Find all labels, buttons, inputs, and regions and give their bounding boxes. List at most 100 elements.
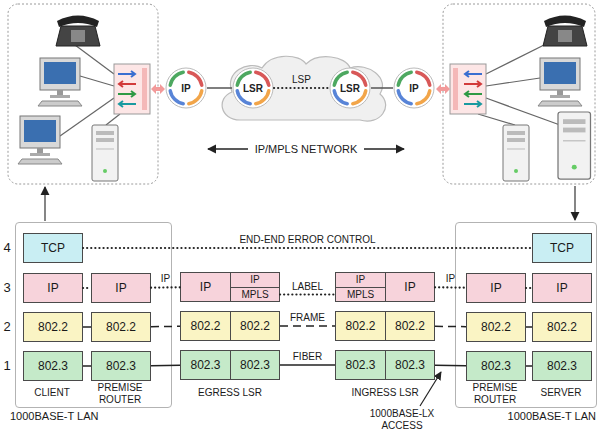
column-label: CLIENT <box>22 387 82 399</box>
site-boundary <box>443 4 595 184</box>
server-icon <box>503 125 529 181</box>
protocol-cell: MPLS <box>230 287 280 302</box>
server-icon <box>558 112 591 179</box>
protocol-cell: 802.2 <box>230 311 280 341</box>
layer-number: 3 <box>0 280 14 295</box>
protocol-cell: 802.2 <box>466 312 526 342</box>
column-label: PREMISE ROUTER <box>86 382 154 406</box>
layer-number: 2 <box>0 319 14 334</box>
protocol-cell: IP <box>385 272 435 302</box>
protocol-cell: 802.3 <box>532 351 592 381</box>
protocol-cell: 802.3 <box>91 351 151 381</box>
link-arrow <box>436 84 450 94</box>
node-text: LSR <box>243 83 263 94</box>
protocol-cell: 802.2 <box>335 311 386 341</box>
column-label: EGRESS LSR <box>180 387 280 399</box>
protocol-cell: 802.2 <box>23 312 83 342</box>
node-text: 802.2 <box>190 320 220 332</box>
tower-icon <box>92 125 118 181</box>
network-label: IP/MPLS NETWORK <box>251 143 361 155</box>
connector <box>83 247 532 249</box>
monitor-icon <box>38 58 82 106</box>
node-text: IP <box>404 281 415 293</box>
node-text: IP <box>181 83 190 94</box>
protocol-cell: 802.2 <box>180 311 231 341</box>
protocol-cell: IP <box>23 273 83 303</box>
connector <box>526 326 532 328</box>
node-text: IP <box>250 275 259 285</box>
node-text: IP <box>115 282 126 294</box>
protocol-cell: 802.3 <box>180 350 231 380</box>
edge-label: LABEL <box>228 281 388 293</box>
column-label: PREMISE ROUTER <box>461 382 529 406</box>
node-text: IP <box>200 281 211 293</box>
connector <box>435 365 466 367</box>
layer-number: 4 <box>0 240 14 255</box>
node-text: 802.3 <box>395 359 425 371</box>
node-text: LSR <box>340 83 360 94</box>
node-text: 802.2 <box>345 320 375 332</box>
monitor-icon <box>538 58 582 106</box>
connector <box>151 326 180 328</box>
protocol-cell: IP <box>466 273 526 303</box>
connector <box>435 326 466 328</box>
node-text: 802.3 <box>547 360 577 372</box>
node-text: 802.2 <box>38 321 68 333</box>
node-text: MPLS <box>241 290 268 300</box>
protocol-cell: IP <box>532 273 592 303</box>
zoom-arrow <box>44 187 45 221</box>
node-text: MPLS <box>347 290 374 300</box>
protocol-cell: 802.3 <box>230 350 280 380</box>
node-text: 802.3 <box>106 360 136 372</box>
node-text: 802.2 <box>395 320 425 332</box>
site-boundary <box>8 4 158 184</box>
lan-box: 1000BASE-T LANTCPIP802.2802.3IP802.2802.… <box>15 222 172 408</box>
node-text: 802.3 <box>345 359 375 371</box>
protocol-cell: IP <box>230 272 280 288</box>
node-text: IP <box>47 282 58 294</box>
protocol-cell: 802.3 <box>466 351 526 381</box>
connector <box>280 364 335 366</box>
edge-label: IP <box>86 273 246 285</box>
protocol-cell: TCP <box>532 233 592 263</box>
protocol-cell: MPLS <box>335 287 386 302</box>
protocol-cell: 802.3 <box>335 350 386 380</box>
connector <box>83 287 91 289</box>
device-wires <box>60 42 560 136</box>
lan-box: 1000BASE-T LANIP802.2802.3TCPIP802.2802.… <box>455 222 597 408</box>
router-circle: IP <box>165 67 207 109</box>
node-text: 802.2 <box>481 321 511 333</box>
edge-label: END-END ERROR CONTROL <box>228 234 388 246</box>
node-text: 802.3 <box>38 360 68 372</box>
connector <box>83 365 91 367</box>
connector <box>151 286 180 289</box>
connector <box>274 87 329 89</box>
node-text: 802.2 <box>240 320 270 332</box>
node-text: IP <box>356 275 365 285</box>
connector <box>151 365 180 367</box>
edge-label: FRAME <box>228 312 388 324</box>
protocol-cell: IP <box>335 272 386 288</box>
edge-label: IP <box>371 273 531 285</box>
protocol-cell: 802.2 <box>385 311 435 341</box>
node-text: 802.2 <box>547 321 577 333</box>
node-text: TCP <box>550 242 574 254</box>
node-text: 802.3 <box>481 360 511 372</box>
column-label: INGRESS LSR <box>335 387 435 399</box>
node-text: 802.3 <box>190 359 220 371</box>
connector <box>83 326 91 328</box>
protocol-cell: IP <box>91 273 151 303</box>
connector <box>280 325 335 327</box>
link-arrow <box>151 84 165 94</box>
box-heading: 1000BASE-T LAN <box>10 410 98 422</box>
switch-icon <box>450 64 486 114</box>
network-cloud <box>222 56 386 121</box>
node-text: IP <box>409 83 418 94</box>
layer-number: 1 <box>0 358 14 373</box>
protocol-cell: 802.3 <box>23 351 83 381</box>
node-text: TCP <box>41 242 65 254</box>
connector <box>207 87 232 89</box>
router-circle: LSR <box>232 67 274 109</box>
connector <box>371 87 393 89</box>
